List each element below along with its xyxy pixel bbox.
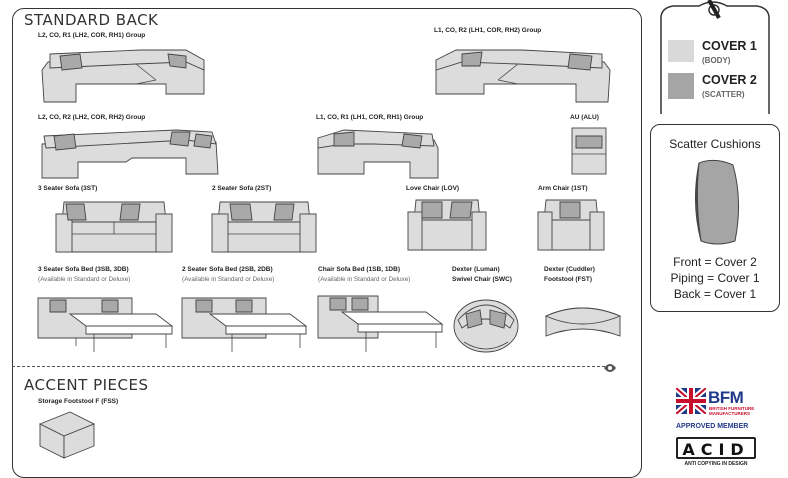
label-corner-l1-co-r2: L1, CO, R2 (LH1, COR, RH2) Group: [434, 27, 542, 34]
label-chair-bed: Chair Sofa Bed (1SB, 1DB): [318, 266, 400, 273]
cover1-swatch: [668, 40, 694, 62]
corner-group-l2-co-r2: [41, 129, 219, 179]
scatter-piping: Piping = Cover 1: [670, 271, 760, 285]
sub-3-seater-bed: (Available in Standard or Deluxe): [38, 276, 131, 283]
cuddler-footstool: [544, 307, 622, 337]
label-3-seater: 3 Seater Sofa (3ST): [38, 185, 98, 192]
love-chair: [407, 199, 487, 251]
cover2-sub: (SCATTER): [702, 90, 745, 99]
sofa-2-seater: [211, 201, 317, 253]
label-corner-l1-co-r1: L1, CO, R1 (LH1, COR, RH1) Group: [316, 114, 424, 121]
sub-2-seater-bed: (Available in Standard or Deluxe): [182, 276, 275, 283]
label-3-seater-bed: 3 Seater Sofa Bed (3SB, 3DB): [38, 266, 129, 273]
cover1-label: COVER 1: [702, 39, 757, 53]
corner-group-l1-co-r1: [317, 129, 439, 179]
label-2-seater: 2 Seater Sofa (2ST): [212, 185, 272, 192]
swivel-chair: [453, 299, 519, 353]
sub-chair-bed: (Available in Standard or Deluxe): [318, 276, 411, 283]
corner-group-l1-co-r2: [435, 49, 611, 103]
label-love-chair: Love Chair (LOV): [406, 185, 460, 192]
acid-logo-text: ACID: [682, 440, 750, 459]
cover2-label: COVER 2: [702, 73, 757, 87]
bfm-approved-member: APPROVED MEMBER: [676, 423, 749, 430]
bfm-logo-text: BFM: [708, 388, 744, 407]
label-footstool-line1: Dexter (Cuddler): [544, 266, 595, 273]
cover1-sub: (BODY): [702, 56, 731, 65]
sofa-bed-2-seater: [181, 297, 308, 352]
label-2-seater-bed: 2 Seater Sofa Bed (2SB, 2DB): [182, 266, 273, 273]
bfm-subtitle: BRITISH FURNITURE MANUFACTURERS: [709, 406, 755, 416]
zip-pull-icon: [604, 364, 616, 372]
label-corner-l2-co-r2: L2, CO, R2 (LH2, COR, RH2) Group: [38, 114, 146, 121]
cover2-swatch: [668, 73, 694, 99]
label-corner-l2-co-r1: L2, CO, R1 (LH2, COR, RH1) Group: [38, 32, 146, 39]
label-swivel-line1: Dexter (Luman): [452, 266, 500, 273]
acid-logo-box: ACID: [676, 437, 756, 459]
sofa-3-seater: [55, 201, 173, 253]
label-au: AU (ALU): [570, 114, 599, 121]
union-flag-icon: [676, 388, 706, 414]
label-arm-chair: Arm Chair (1ST): [538, 185, 588, 192]
corner-group-l2-co-r1: [41, 49, 205, 103]
label-footstool-line2: Footstool (FST): [544, 276, 593, 283]
au-unit: [571, 127, 607, 175]
scatter-front: Front = Cover 2: [673, 255, 757, 269]
storage-footstool: [38, 411, 96, 459]
label-storage-footstool: Storage Footstool F (FSS): [38, 398, 119, 405]
scatter-title: Scatter Cushions: [669, 137, 761, 151]
scatter-cushions-box: Scatter Cushions Front = Cover 2 Piping …: [650, 124, 780, 312]
standard-back-title: STANDARD BACK: [24, 11, 159, 29]
scatter-cushion-icon: [694, 159, 740, 245]
arm-chair: [537, 199, 605, 251]
acid-subtitle: ANTI COPYING IN DESIGN: [684, 461, 748, 467]
sofa-bed-3-seater: [37, 297, 174, 352]
section-divider: [12, 366, 610, 367]
scatter-back: Back = Cover 1: [673, 287, 757, 301]
label-swivel-line2: Swivel Chair (SWC): [452, 276, 512, 283]
accent-pieces-title: ACCENT PIECES: [24, 376, 149, 394]
chair-sofa-bed: [317, 295, 444, 352]
